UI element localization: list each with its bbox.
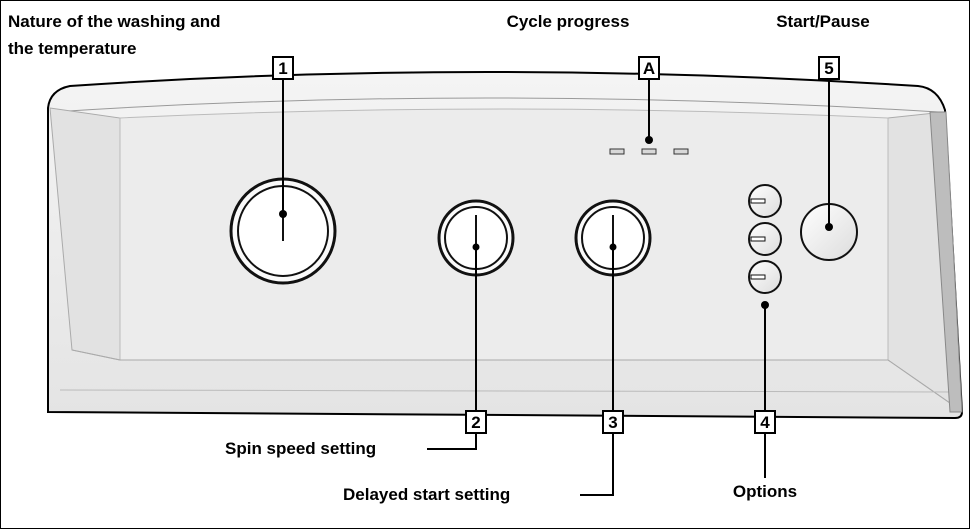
control-panel xyxy=(47,71,964,420)
label-nature-line1: Nature of the washing and xyxy=(8,12,221,31)
svg-text:A: A xyxy=(643,59,655,78)
svg-text:1: 1 xyxy=(278,59,287,78)
cycle-progress-leds xyxy=(609,148,689,155)
label-spin-speed: Spin speed setting xyxy=(225,439,376,458)
option-button-2[interactable] xyxy=(748,222,782,256)
label-start-pause: Start/Pause xyxy=(776,12,870,31)
callout-3: 3 xyxy=(602,410,624,434)
callout-5: 5 xyxy=(818,56,840,80)
program-knob[interactable] xyxy=(229,177,337,285)
label-cycle-progress: Cycle progress xyxy=(507,12,630,31)
label-options: Options xyxy=(733,482,797,501)
option-button-1[interactable] xyxy=(748,184,782,218)
spin-knob[interactable] xyxy=(437,199,515,277)
label-nature-line2: the temperature xyxy=(8,39,136,58)
svg-text:5: 5 xyxy=(824,59,833,78)
leader-lines xyxy=(279,79,833,496)
option-button-3[interactable] xyxy=(748,260,782,294)
callout-1: 1 xyxy=(272,56,294,80)
callout-4: 4 xyxy=(754,410,776,434)
svg-text:2: 2 xyxy=(471,413,480,432)
callout-2: 2 xyxy=(465,410,487,434)
callout-A: A xyxy=(638,56,660,80)
svg-text:3: 3 xyxy=(608,413,617,432)
label-delayed-start: Delayed start setting xyxy=(343,485,510,504)
svg-text:4: 4 xyxy=(760,413,770,432)
progress-led xyxy=(641,148,657,155)
progress-led xyxy=(673,148,689,155)
progress-led xyxy=(609,148,625,155)
